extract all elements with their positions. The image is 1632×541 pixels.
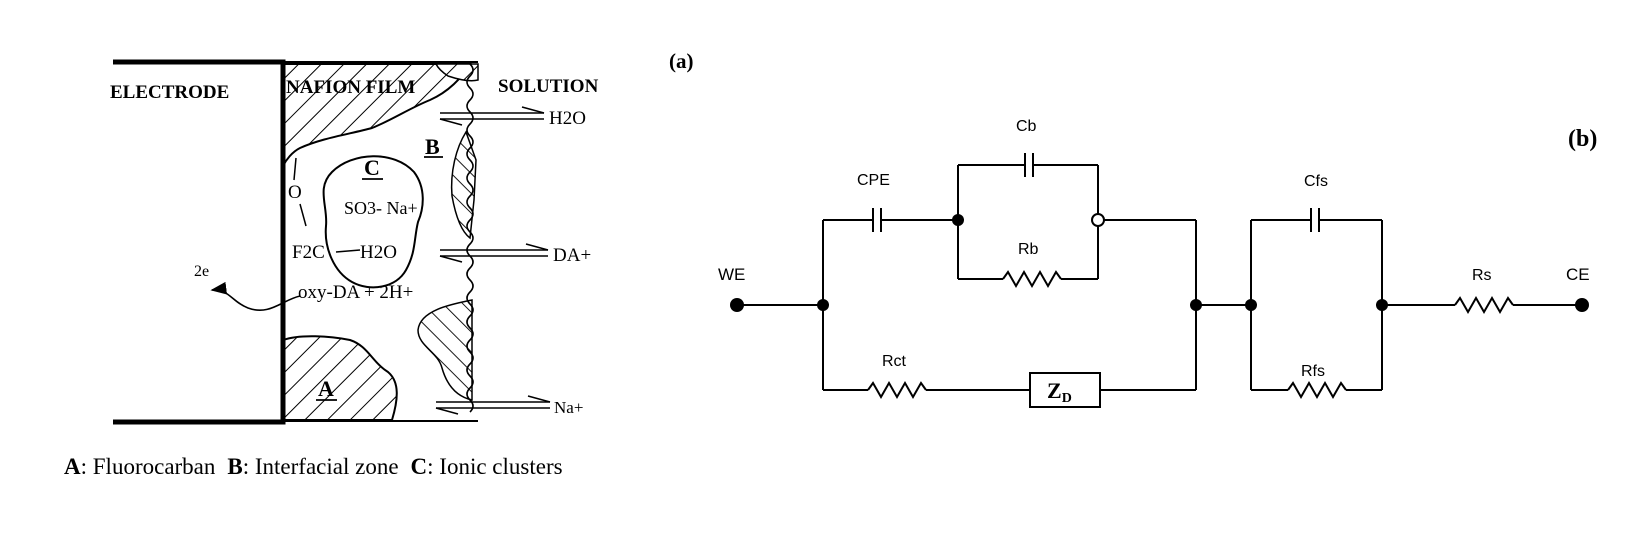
rs-label: Rs <box>1472 267 1492 284</box>
cb-label: Cb <box>1016 118 1037 135</box>
film-label: NAFION FILM <box>286 77 415 98</box>
junction-cb-right <box>1091 213 1105 227</box>
panel-a-tag: (a) <box>669 49 694 73</box>
panel-a: (a) ELECTRODE NAFION FILM SOLUTION B C A… <box>64 49 694 479</box>
caption-a-text: : Fluorocarban <box>81 454 216 479</box>
water-label: H2O <box>360 242 397 263</box>
solution-label: SOLUTION <box>498 76 599 97</box>
fluorocarbon-region-bottom <box>282 335 398 421</box>
cfs-label: Cfs <box>1304 173 1328 190</box>
equilibrium-arrow-na <box>435 395 551 415</box>
rb-label: Rb <box>1018 241 1039 258</box>
species-h2o-label: H2O <box>549 108 586 129</box>
ce-label: CE <box>1566 265 1590 284</box>
zone-b-label: B <box>425 134 440 159</box>
rfs-label: Rfs <box>1301 363 1325 380</box>
species-na-label: Na+ <box>554 398 583 417</box>
terminal-we <box>730 298 744 312</box>
zd-subscript: D <box>1062 391 1072 406</box>
ionic-cluster-region <box>322 155 424 289</box>
f2c-label: F2C <box>292 242 325 263</box>
equilibrium-arrow-da <box>439 243 549 263</box>
film-solution-boundary <box>466 63 474 413</box>
junction-dots <box>730 213 1589 312</box>
terminal-ce <box>1575 298 1589 312</box>
we-label: WE <box>718 265 745 284</box>
rct-label: Rct <box>882 353 907 370</box>
bond-o-f2c <box>299 203 307 227</box>
equilibrium-arrow-h2o <box>439 106 545 126</box>
sulfonate-label: SO3- Na+ <box>344 198 418 218</box>
oxygen-label: O <box>288 182 302 203</box>
electrode-label: ELECTRODE <box>110 82 229 103</box>
zone-a-label: A <box>318 376 334 401</box>
fluorocarbon-region-right-mid <box>450 130 477 240</box>
caption-b-text: : Interfacial zone <box>243 454 399 479</box>
junction-left <box>817 299 829 311</box>
panel-a-caption: A: Fluorocarban B: Interfacial zone C: Ion… <box>64 454 563 479</box>
bond-o-top <box>293 157 297 181</box>
bond-f2c-h2o <box>335 249 361 253</box>
rfs-resistor <box>1287 380 1347 400</box>
panel-b-tag: (b) <box>1568 126 1597 152</box>
electrode-outline <box>113 59 286 425</box>
fluorocarbon-region-top <box>282 63 472 167</box>
caption-c-text: : Ionic clusters <box>427 454 562 479</box>
caption-b-key: B <box>227 454 242 479</box>
cpe-label: CPE <box>857 172 890 189</box>
zd-main: Z <box>1047 378 1062 403</box>
junction-cfs-right <box>1376 299 1388 311</box>
junction-cfs-left <box>1245 299 1257 311</box>
fluorocarbon-region-top-right <box>434 63 479 82</box>
caption-a-key: A <box>64 454 81 479</box>
species-da-label: DA+ <box>553 245 591 266</box>
rs-resistor <box>1454 295 1514 315</box>
junction-cb-left <box>952 214 964 226</box>
reaction-label: oxy-DA + 2H+ <box>298 282 413 303</box>
junction-mid <box>1190 299 1202 311</box>
electron-transfer-arrow <box>210 281 301 311</box>
zone-c-label: C <box>364 155 380 180</box>
panel-b-labels: (b) WE CE CPE Cb Rb Rct ZD Cfs Rfs Rs <box>718 118 1597 406</box>
fluorocarbon-region-right-low <box>417 299 473 401</box>
electrons-label: 2e <box>194 263 209 280</box>
zd-label: ZD <box>1047 378 1072 406</box>
rb-resistor <box>1002 269 1062 289</box>
rct-resistor <box>867 380 927 400</box>
caption-c-key: C <box>411 454 428 479</box>
panel-b <box>737 153 1582 408</box>
